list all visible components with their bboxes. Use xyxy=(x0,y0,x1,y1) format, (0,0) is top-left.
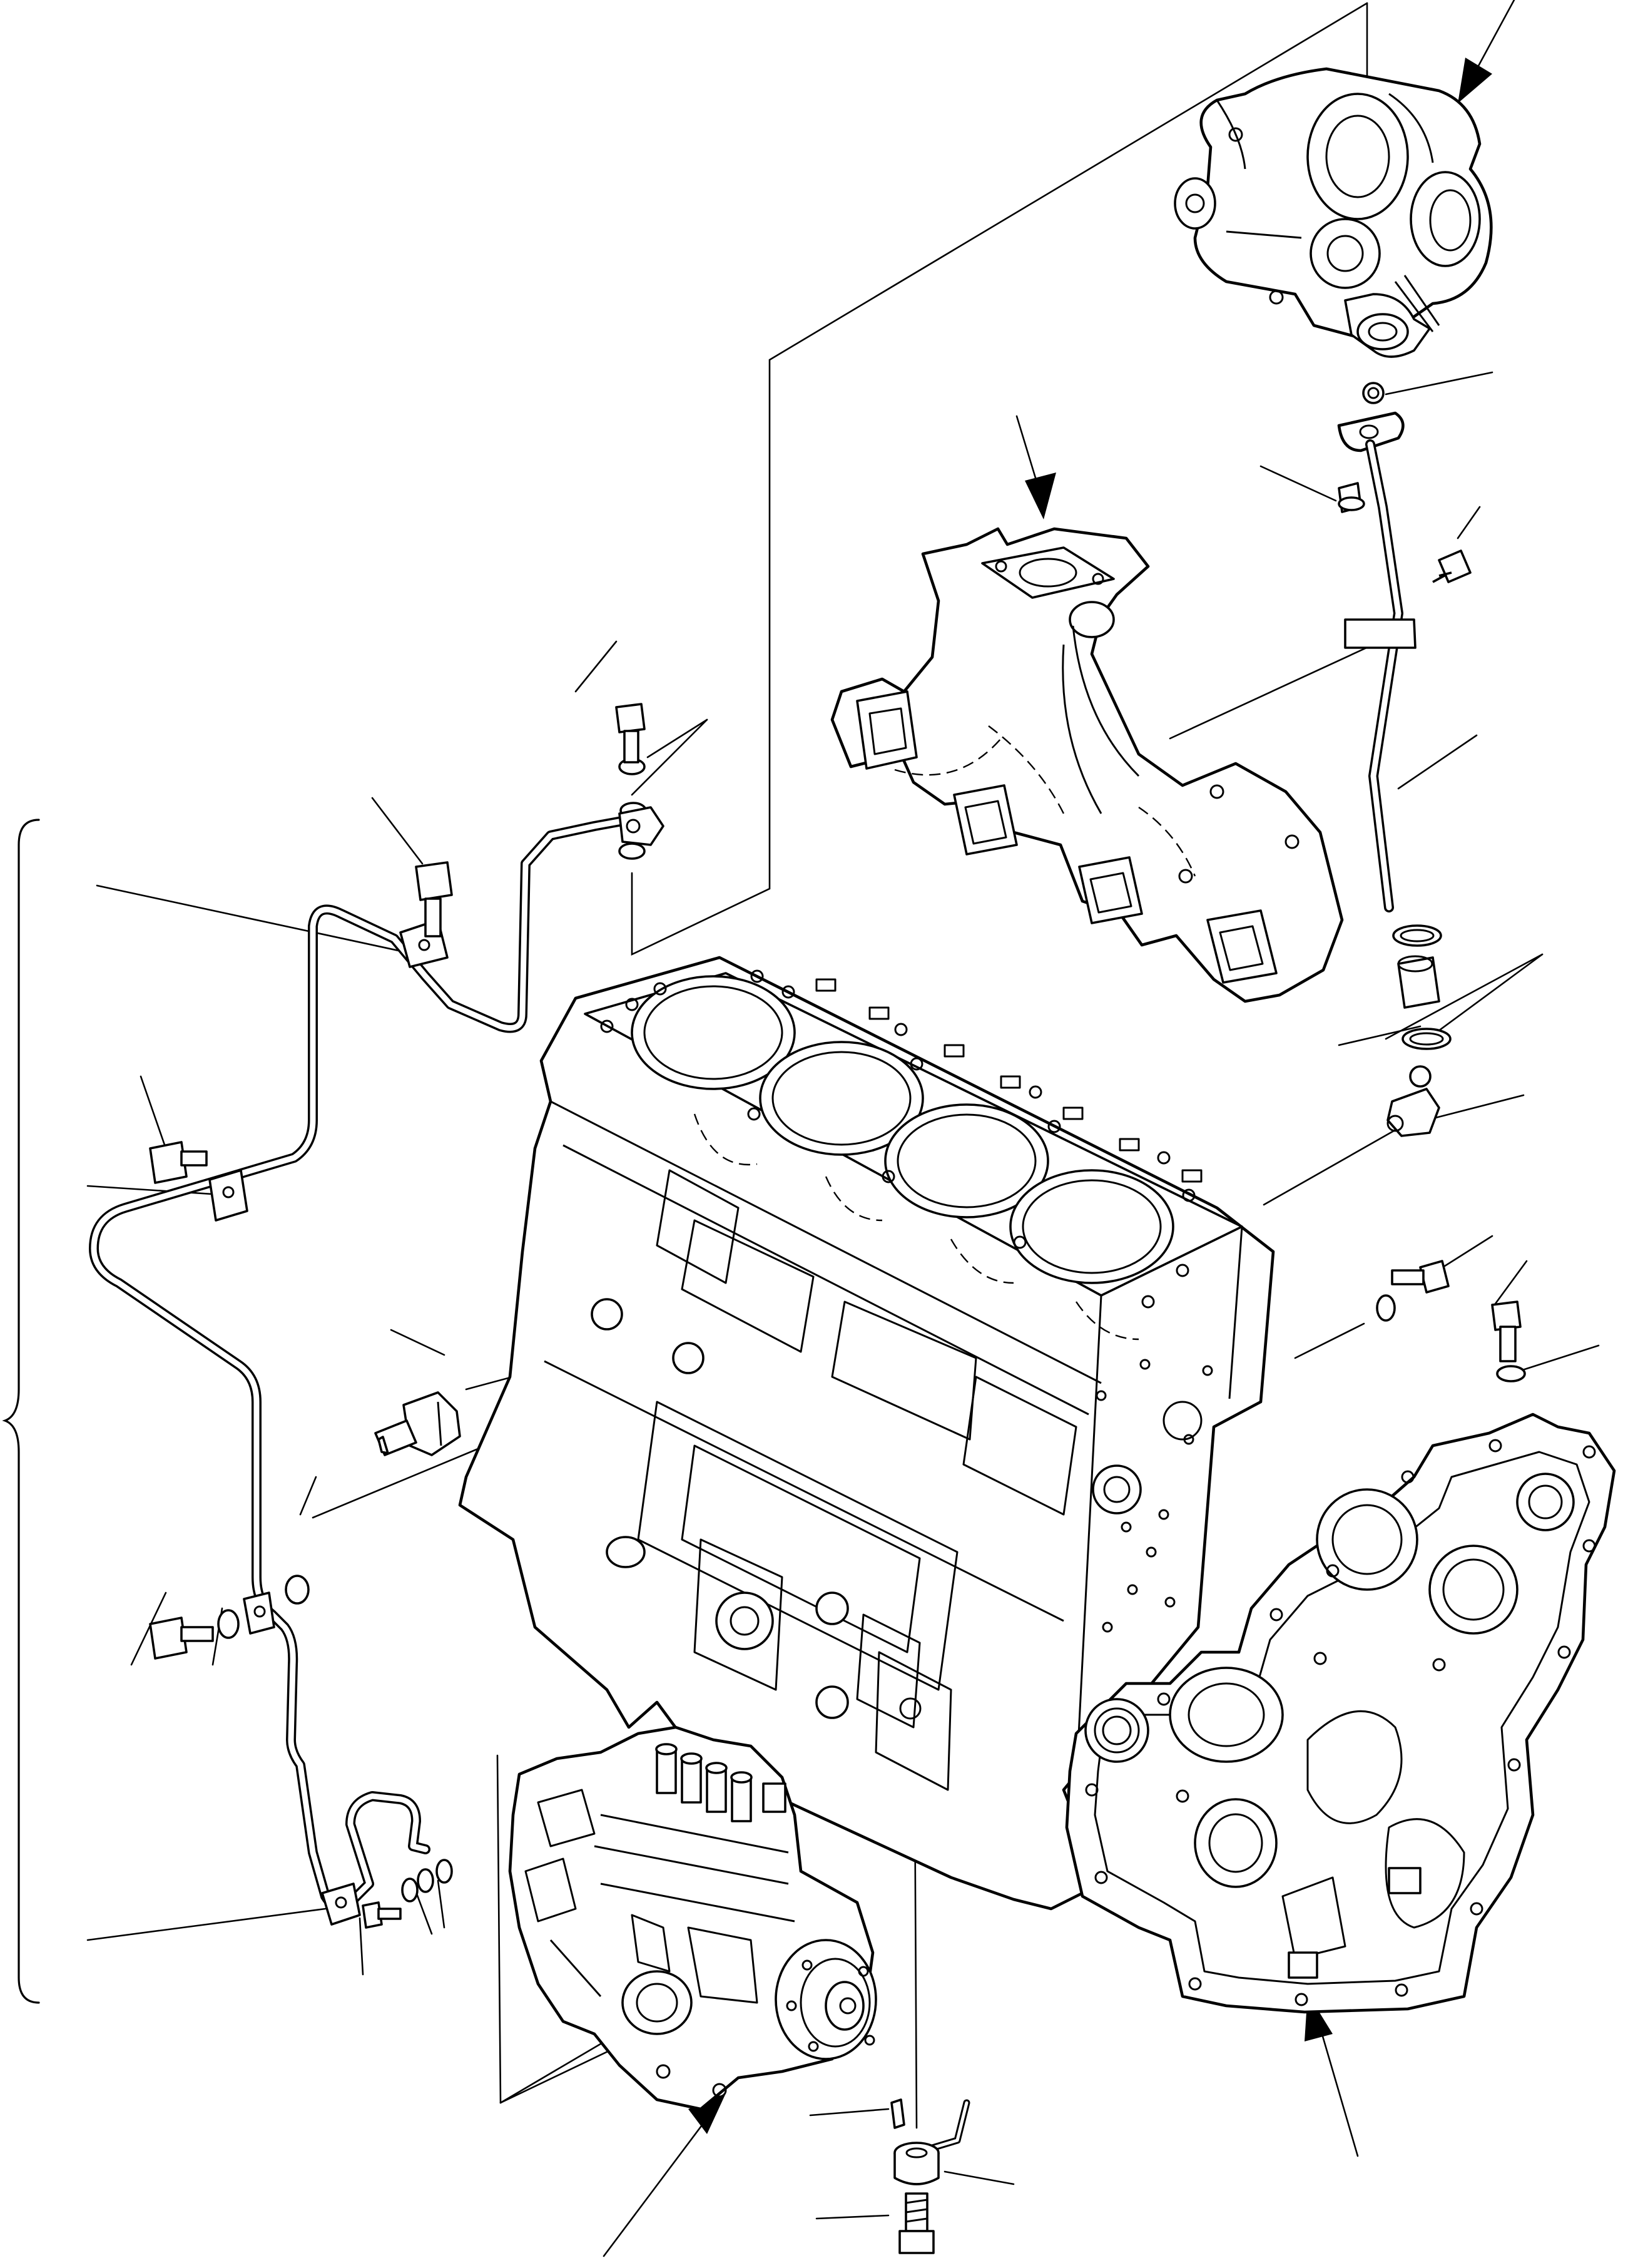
turbocharger-icon xyxy=(1174,67,1493,358)
oil-pressure-switch-icon xyxy=(374,1391,461,1456)
arrow-manifold-icon xyxy=(1025,472,1056,519)
exhaust-manifold-icon xyxy=(830,527,1344,1003)
gear-case-icon xyxy=(1065,1412,1616,2014)
arrow-turbocharger-icon xyxy=(1458,58,1492,103)
cylinder-block-icon xyxy=(458,956,1275,1911)
elbow-icon xyxy=(618,806,664,846)
gasket-washer-icon xyxy=(217,758,1526,1903)
oil-pipe-icon xyxy=(89,815,634,1926)
arrow-injection-pump-icon xyxy=(688,2093,726,2134)
banjo-bolt-icon xyxy=(1338,482,1472,583)
oil-return-pipe-icon xyxy=(1337,382,1452,1137)
drain-cock-icon xyxy=(890,2098,970,2254)
assembly-brace xyxy=(2,819,40,2004)
fuel-injection-pump-icon xyxy=(508,1725,877,2111)
bolt-set-icon xyxy=(149,703,1522,1929)
